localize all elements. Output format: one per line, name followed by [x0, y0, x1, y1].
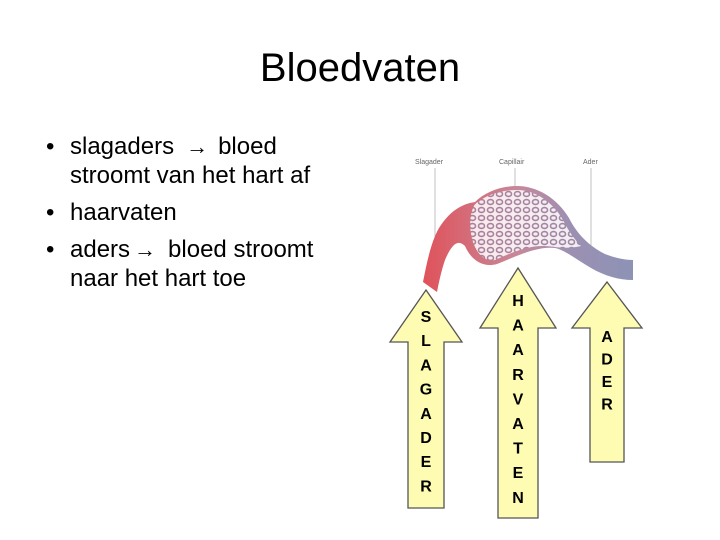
- arrow-letter: E: [513, 465, 524, 482]
- capillary-label: Capillair: [499, 159, 525, 166]
- arrow-letter: A: [512, 318, 524, 335]
- arrow-letter: N: [512, 490, 524, 507]
- arrow-letter: E: [602, 374, 613, 391]
- vein-label: Ader: [583, 159, 598, 166]
- bullet-description: bloed stroomt van het hart af: [70, 133, 311, 189]
- arrow-letter: R: [512, 367, 524, 384]
- arrow-letter: V: [513, 391, 524, 408]
- bullet-item-aders: aders→bloed stroomt naar het hart toe: [44, 235, 344, 293]
- arrow-haarvaten-shape: [478, 266, 558, 519]
- bullet-term: slagaders: [70, 133, 175, 160]
- arrow-letter: D: [601, 352, 613, 369]
- bullet-item-haarvaten: haarvaten: [44, 198, 344, 227]
- arrow-letter: A: [601, 329, 613, 346]
- right-arrow-icon: →: [186, 134, 209, 159]
- arrow-letter: L: [421, 333, 431, 350]
- slide-title: Bloedvaten: [259, 46, 461, 90]
- arrow-letter: A: [512, 342, 524, 359]
- arrow-letter: R: [601, 397, 613, 414]
- arrow-letter: A: [512, 416, 524, 433]
- right-arrow-icon: →: [134, 237, 157, 262]
- arrow-letter: S: [421, 309, 432, 326]
- bullet-term: aders: [70, 236, 131, 263]
- bullet-list: slagaders→bloed stroomt van het hart af …: [44, 132, 344, 301]
- artery-label: Slagader: [415, 159, 444, 166]
- arrow-letter: G: [420, 382, 432, 399]
- bullet-item-slagaders: slagaders →bloed stroomt van het hart af: [44, 132, 344, 190]
- arrow-letter: A: [420, 406, 432, 423]
- blood-vessel-diagram: Slagader Capillair Ader: [415, 159, 633, 292]
- arrow-letter: D: [420, 430, 432, 447]
- arrow-letter: R: [420, 478, 432, 495]
- arrow-slagader-shape: [388, 288, 464, 509]
- arrow-letter: T: [513, 441, 523, 458]
- capillary-network: [470, 190, 581, 261]
- bullet-description: bloed stroomt naar het hart toe: [70, 236, 314, 292]
- arrow-letter: A: [420, 357, 432, 374]
- arrow-letter: E: [421, 454, 432, 471]
- arrow-ader-shape: [570, 280, 644, 463]
- bullet-term: haarvaten: [70, 199, 177, 226]
